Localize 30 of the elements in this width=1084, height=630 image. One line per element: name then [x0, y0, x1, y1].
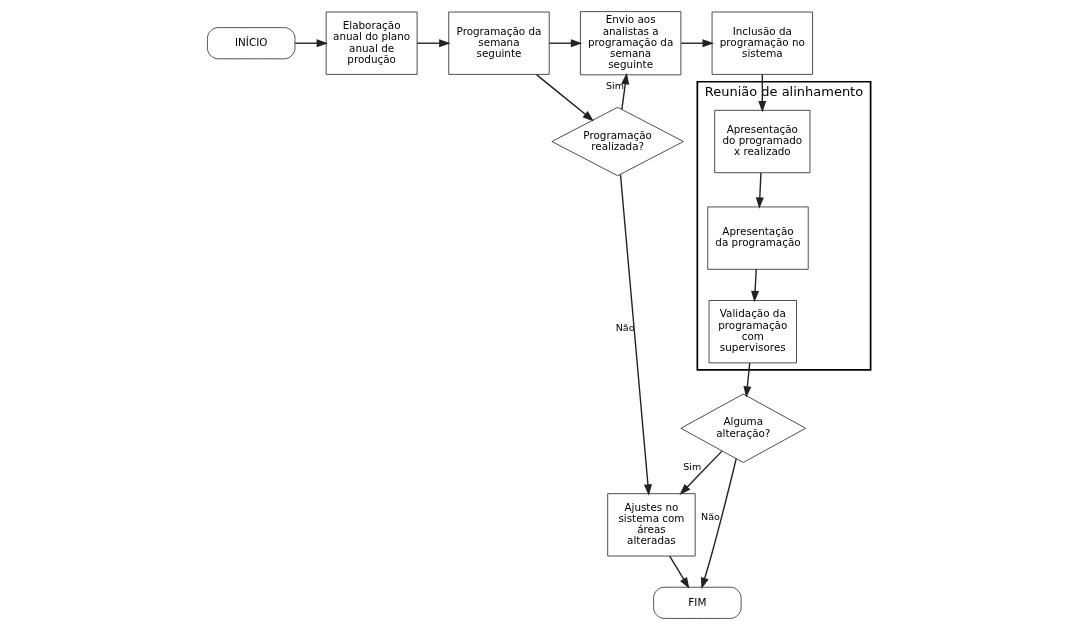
- arrow: [700, 458, 737, 590]
- arrow: [679, 39, 714, 48]
- arrow: [415, 39, 451, 48]
- edge-label: Sim: [682, 460, 701, 472]
- node-box: Validação da programação com supervisores: [708, 300, 797, 364]
- node-box: Apresentação do programado x realizado: [713, 109, 810, 174]
- node-box: Inclusão da programação no sistema: [711, 11, 813, 75]
- node-diamond: Alguma alteração?: [679, 393, 806, 463]
- arrow: [755, 172, 764, 209]
- arrow: [535, 73, 594, 122]
- node-box: FIM: [652, 586, 742, 619]
- arrow: [742, 362, 751, 398]
- node-box: Elaboração anual do plano anual de produção: [325, 11, 418, 75]
- arrow: [668, 555, 689, 589]
- node-box: Envio aos analistas a programação da semana seguinte: [579, 11, 681, 76]
- arrow: [620, 72, 629, 111]
- arrow: [757, 73, 766, 113]
- edge-label: Não: [615, 322, 634, 334]
- node-box: Apresentação da programação: [706, 206, 809, 270]
- node-diamond: Programação realizada?: [550, 106, 684, 177]
- arrow: [294, 39, 328, 48]
- arrow: [548, 39, 582, 48]
- node-box: INÍCIO: [206, 27, 295, 60]
- arrow: [750, 268, 759, 303]
- node-box: Programação da semana seguinte: [447, 11, 550, 75]
- edge-label: Sim: [605, 80, 624, 92]
- edge-label: Não: [700, 511, 720, 523]
- arrow: [679, 450, 723, 495]
- arrow: [619, 173, 652, 496]
- node-box: Ajustes no sistema com áreas alteradas: [606, 493, 696, 557]
